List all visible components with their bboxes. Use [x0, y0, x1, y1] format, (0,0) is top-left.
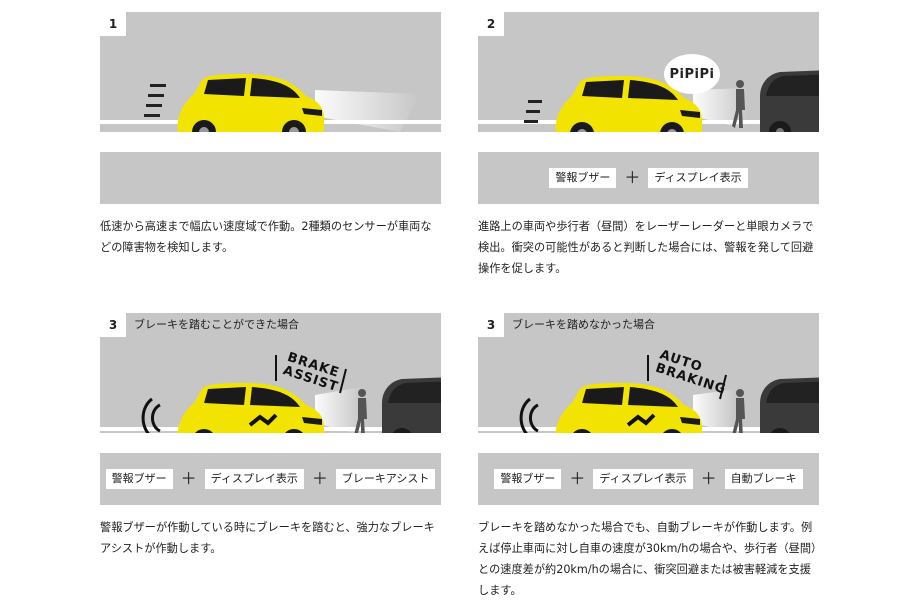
tag-display: ディスプレイ表示: [204, 469, 304, 489]
alert-band: 警報ブザー ＋ ディスプレイ表示: [478, 152, 819, 204]
alert-band: 警報ブザー ＋ ディスプレイ表示 ＋ 自動ブレーキ: [478, 453, 819, 505]
step-description: 低速から高速まで幅広い速度域で作動。2種類のセンサーが車両などの障害物を検知しま…: [100, 220, 432, 254]
tag-warning-buzzer: 警報ブザー: [105, 469, 173, 489]
step-heading: ブレーキを踏めなかった場合: [512, 318, 655, 331]
step-number: 2: [478, 12, 504, 36]
step-description: 警報ブザーが作動している時にブレーキを踏むと、強力なブレーキアシストが作動します…: [100, 521, 435, 555]
plus-icon: ＋: [700, 469, 717, 488]
plus-icon: ＋: [624, 168, 641, 187]
tag-brake-assist: ブレーキアシスト: [335, 469, 436, 489]
tag-auto-brake: 自動ブレーキ: [724, 469, 803, 489]
step-number: 3: [478, 313, 504, 337]
scene-illustration: AUTO BRAKING 3 ブレーキを踏めなかった場合: [478, 313, 819, 433]
alert-band: [100, 152, 441, 204]
car-illustration: [100, 74, 441, 132]
tag-warning-buzzer: 警報ブザー: [549, 168, 617, 188]
scene-illustration: PiPiPi 2: [478, 12, 819, 132]
step-description: 進路上の車両や歩行者（昼間）をレーザーレーダーと単眼カメラで検出。衝突の可能性が…: [478, 220, 814, 275]
alert-band: 警報ブザー ＋ ディスプレイ表示 ＋ ブレーキアシスト: [100, 453, 441, 505]
plus-icon: ＋: [569, 469, 586, 488]
tag-display: ディスプレイ表示: [593, 469, 693, 489]
car-illustration: [478, 355, 819, 433]
step-description: ブレーキを踏めなかった場合でも、自動ブレーキが作動します。例えば停止車両に対し自…: [478, 521, 817, 597]
warning-sound-bubble: PiPiPi: [664, 54, 720, 94]
tag-warning-buzzer: 警報ブザー: [494, 469, 562, 489]
scene-illustration: BRAKE ASSIST 3 ブレーキを踏むことができた場合: [100, 313, 441, 433]
tag-display: ディスプレイ表示: [648, 168, 748, 188]
step-heading: ブレーキを踏むことができた場合: [134, 318, 299, 331]
plus-icon: ＋: [311, 469, 328, 488]
car-illustration: [100, 355, 441, 433]
car-illustration: [478, 70, 819, 132]
step-number: 3: [100, 313, 126, 337]
step-number: 1: [100, 12, 126, 36]
scene-illustration: 1: [100, 12, 441, 132]
plus-icon: ＋: [180, 469, 197, 488]
